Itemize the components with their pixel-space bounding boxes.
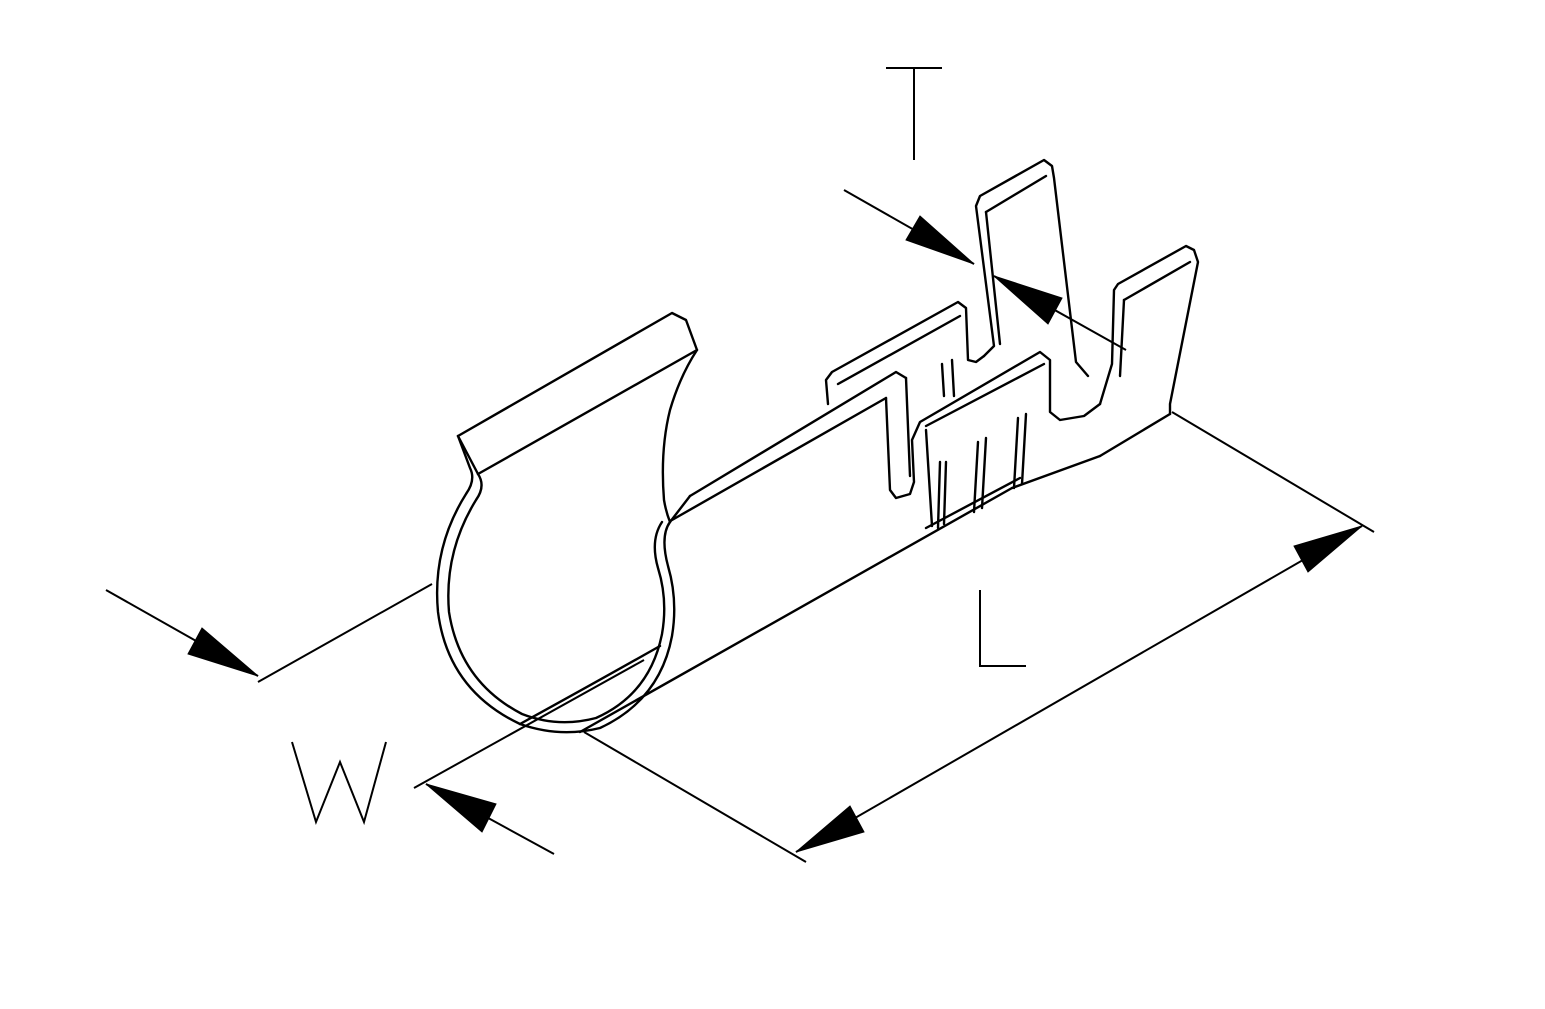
width-dimension — [105, 583, 645, 855]
length-dimension — [583, 411, 1375, 863]
terminal-base — [518, 412, 1172, 734]
barrel-right-edge — [670, 370, 908, 522]
serration-wall — [884, 350, 1102, 530]
barrel-front-ring — [435, 434, 692, 734]
label-W: W — [291, 741, 387, 826]
label-T: T — [886, 67, 942, 160]
inner-left-wall — [824, 300, 986, 406]
barrel-left-flange — [456, 311, 699, 524]
label-L: L — [979, 590, 1026, 667]
thickness-dimension — [843, 189, 1127, 351]
dimension-lines — [105, 189, 1375, 863]
crimp-terminal — [435, 158, 1200, 734]
conductor-tab-front — [1098, 244, 1200, 416]
dimension-labels: T W L — [291, 67, 1026, 826]
conductor-tab-rear — [974, 158, 1090, 378]
